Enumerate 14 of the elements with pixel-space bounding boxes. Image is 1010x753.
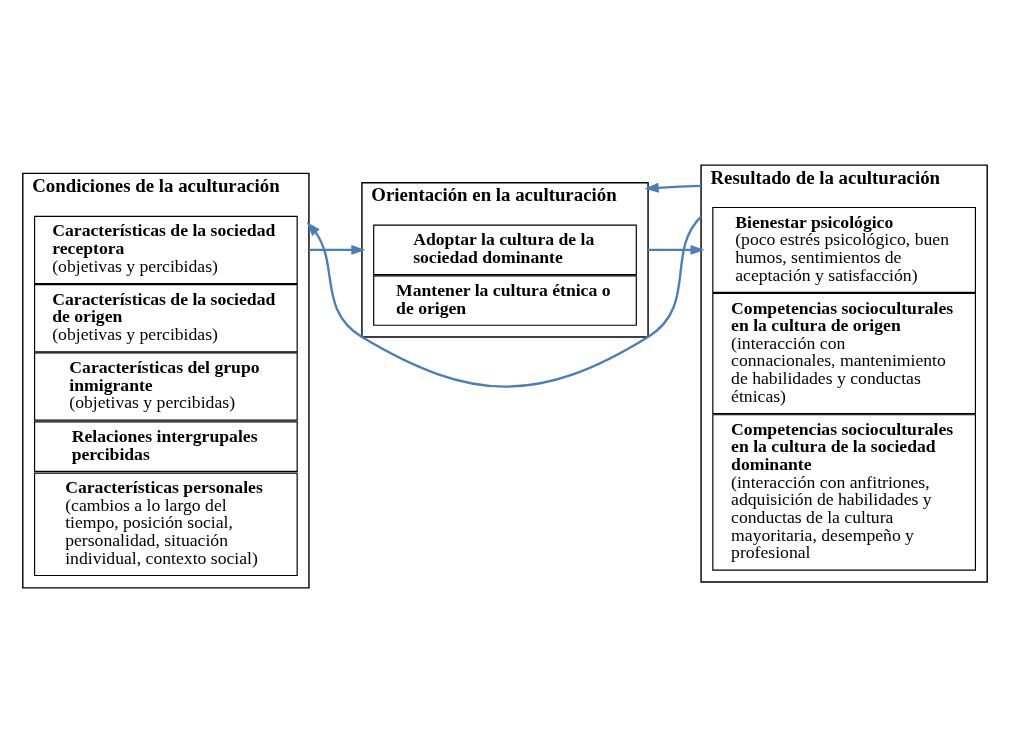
node-box: Competencias socioculturales en la cultura de la sociedad dominante (interacción con anfitriones, adquisición de habilidades y conductas de la cultura mayoritaria, desempeño y profesional [712, 414, 976, 571]
node-box: Competencias socioculturales en la cultura de origen (interacción con connacionales, mantenimiento de habilidades y conductas étnicas) [712, 292, 976, 415]
node-box: Mantener la cultura étnica o de origen [373, 275, 637, 326]
node-box: Características del grupo inmigrante (objetivas y percibidas) [34, 352, 298, 421]
node-box: Características personales (cambios a lo largo del tiempo, posición social, personalidad, situación individual, contexto social) [34, 472, 298, 577]
arrow [306, 215, 702, 388]
node-box: Relaciones intergrupales percibidas [34, 421, 298, 472]
arrow [648, 244, 705, 255]
node-box: Adoptar la cultura de la sociedad dominante [373, 224, 637, 276]
node-box: Características de la sociedad receptora (objetivas y percibidas) [34, 215, 298, 285]
node-box: Bienestar psicológico (poco estrés psicológico, buen humos, sentimientos de aceptación y satisfacción) [712, 206, 976, 293]
arrow [644, 182, 702, 193]
arrow [308, 244, 366, 255]
node-box: Características de la sociedad de origen (objetivas y percibidas) [34, 284, 298, 353]
